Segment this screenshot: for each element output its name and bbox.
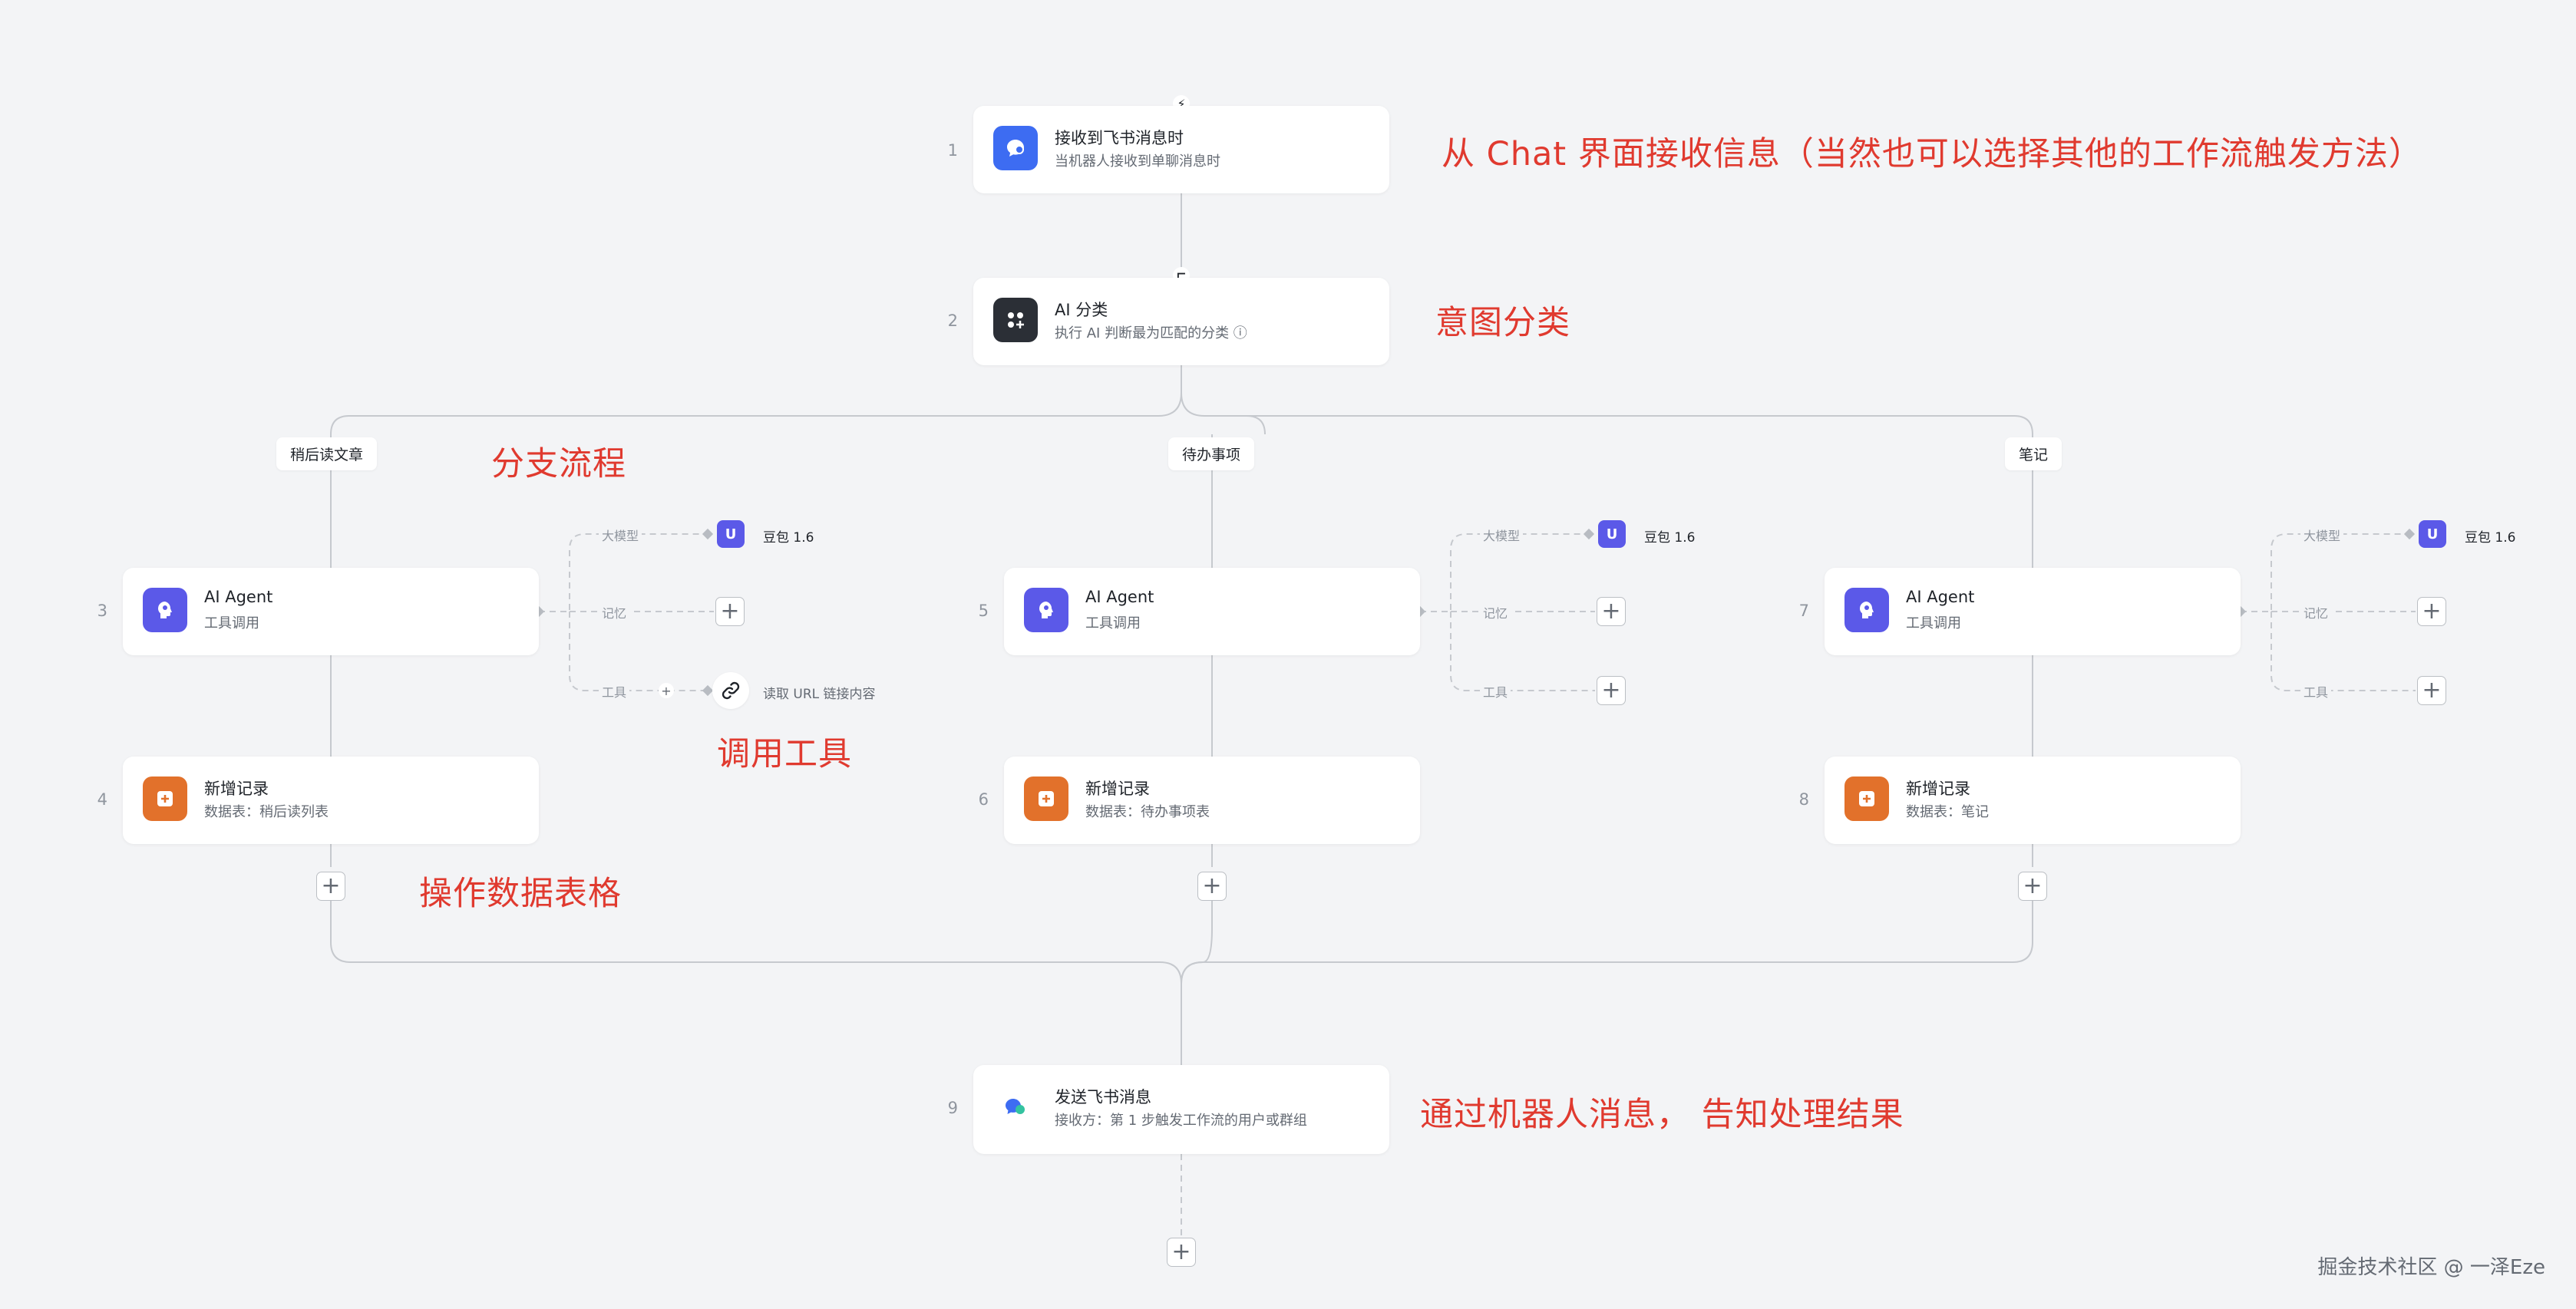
agent-head-icon: [143, 588, 187, 632]
step-number: 2: [947, 312, 958, 330]
branch-label-todo[interactable]: 待办事项: [1168, 437, 1255, 470]
add-record-icon: [1024, 776, 1068, 821]
grid-icon: [993, 298, 1038, 342]
tool-slot-label: 工具: [1480, 682, 1511, 701]
model-slot-label: 大模型: [599, 526, 642, 544]
add-record-node[interactable]: 新增记录 数据表：待办事项表: [1004, 757, 1420, 844]
node-subtitle: 数据表：稍后读列表: [204, 804, 329, 820]
step-number: 3: [97, 602, 107, 620]
step-number: 1: [947, 141, 958, 160]
node-subtitle: 数据表：待办事项表: [1085, 804, 1210, 820]
node-title: AI Agent: [1906, 588, 1975, 606]
add-record-icon: [143, 776, 187, 821]
step-number: 5: [978, 602, 989, 620]
doubao-model-icon[interactable]: U: [717, 520, 745, 548]
doubao-model-icon[interactable]: U: [1598, 520, 1626, 548]
agent-head-icon: [1024, 588, 1068, 632]
node-title: 接收到飞书消息时: [1055, 129, 1184, 147]
add-memory-button[interactable]: +: [2417, 597, 2446, 626]
node-title: AI Agent: [204, 588, 273, 606]
add-step-button[interactable]: +: [316, 872, 345, 901]
add-tool-button[interactable]: +: [2417, 676, 2446, 705]
watermark-footer: 掘金技术社区 @ 一泽Eze: [2317, 1256, 2545, 1279]
node-title: 发送飞书消息: [1055, 1088, 1151, 1106]
tool-slot-label: 工具: [2300, 682, 2332, 701]
add-step-button[interactable]: +: [1167, 1238, 1196, 1267]
send-message-node[interactable]: 发送飞书消息 接收方：第 1 步触发工作流的用户或群组: [973, 1065, 1389, 1154]
node-subtitle: 工具调用: [1906, 615, 1961, 631]
step-number: 6: [978, 790, 989, 809]
trigger-node[interactable]: 接收到飞书消息时 当机器人接收到单聊消息时: [973, 106, 1389, 193]
add-memory-button[interactable]: +: [715, 597, 745, 626]
node-subtitle: 工具调用: [204, 615, 259, 631]
add-tool-button[interactable]: +: [1597, 676, 1626, 705]
doubao-model-icon[interactable]: U: [2419, 520, 2446, 548]
model-name: 豆包 1.6: [1644, 530, 1696, 546]
node-subtitle: 当机器人接收到单聊消息时: [1055, 153, 1220, 170]
annotation-branch: 分支流程: [491, 445, 626, 483]
branch-label-notes[interactable]: 笔记: [2005, 437, 2062, 470]
node-subtitle: 执行 AI 判断最为匹配的分类 ⓘ: [1055, 325, 1247, 341]
node-subtitle: 工具调用: [1085, 615, 1141, 631]
add-record-node[interactable]: 新增记录 数据表：稍后读列表: [123, 757, 539, 844]
step-number: 7: [1798, 602, 1809, 620]
model-name: 豆包 1.6: [763, 530, 814, 546]
ai-classify-node[interactable]: AI 分类 执行 AI 判断最为匹配的分类 ⓘ: [973, 278, 1389, 365]
step-number: 4: [97, 790, 107, 809]
annotation-send: 通过机器人消息， 告知处理结果: [1420, 1096, 1904, 1134]
memory-slot-label: 记忆: [1480, 603, 1511, 622]
step-number: 8: [1798, 790, 1809, 809]
model-slot-label: 大模型: [2300, 526, 2344, 544]
annotation-classify: 意图分类: [1435, 304, 1570, 342]
ai-agent-node[interactable]: AI Agent 工具调用: [1825, 568, 2241, 655]
agent-head-icon: [1844, 588, 1889, 632]
add-memory-button[interactable]: +: [1597, 597, 1626, 626]
branch-label-read-later[interactable]: 稍后读文章: [276, 437, 378, 470]
chat-bubble-icon: [993, 126, 1038, 170]
node-title: 新增记录: [204, 780, 269, 798]
step-number: 9: [947, 1099, 958, 1117]
tool-name: 读取 URL 链接内容: [763, 687, 876, 702]
memory-slot-label: 记忆: [599, 603, 630, 622]
add-step-button[interactable]: +: [1197, 872, 1227, 901]
add-tool-mini-button[interactable]: +: [659, 683, 674, 698]
annotation-tool: 调用工具: [717, 735, 852, 773]
node-title: AI 分类: [1055, 301, 1108, 319]
node-subtitle: 数据表：笔记: [1906, 804, 1989, 820]
node-subtitle: 接收方：第 1 步触发工作流的用户或群组: [1055, 1113, 1307, 1129]
memory-slot-label: 记忆: [2300, 603, 2332, 622]
ai-agent-node[interactable]: AI Agent 工具调用: [1004, 568, 1420, 655]
lark-message-icon: [993, 1085, 1038, 1129]
annotation-table: 操作数据表格: [419, 875, 622, 913]
add-record-node[interactable]: 新增记录 数据表：笔记: [1825, 757, 2241, 844]
ai-agent-node[interactable]: AI Agent 工具调用: [123, 568, 539, 655]
add-step-button[interactable]: +: [2018, 872, 2047, 901]
model-slot-label: 大模型: [1480, 526, 1524, 544]
annotation-trigger: 从 Chat 界面接收信息（当然也可以选择其他的工作流触发方法）: [1442, 135, 2422, 173]
add-record-icon: [1844, 776, 1889, 821]
node-title: 新增记录: [1906, 780, 1970, 798]
model-name: 豆包 1.6: [2465, 530, 2516, 546]
link-icon[interactable]: [712, 672, 749, 709]
tool-slot-label: 工具: [599, 682, 630, 701]
node-title: AI Agent: [1085, 588, 1154, 606]
node-title: 新增记录: [1085, 780, 1150, 798]
